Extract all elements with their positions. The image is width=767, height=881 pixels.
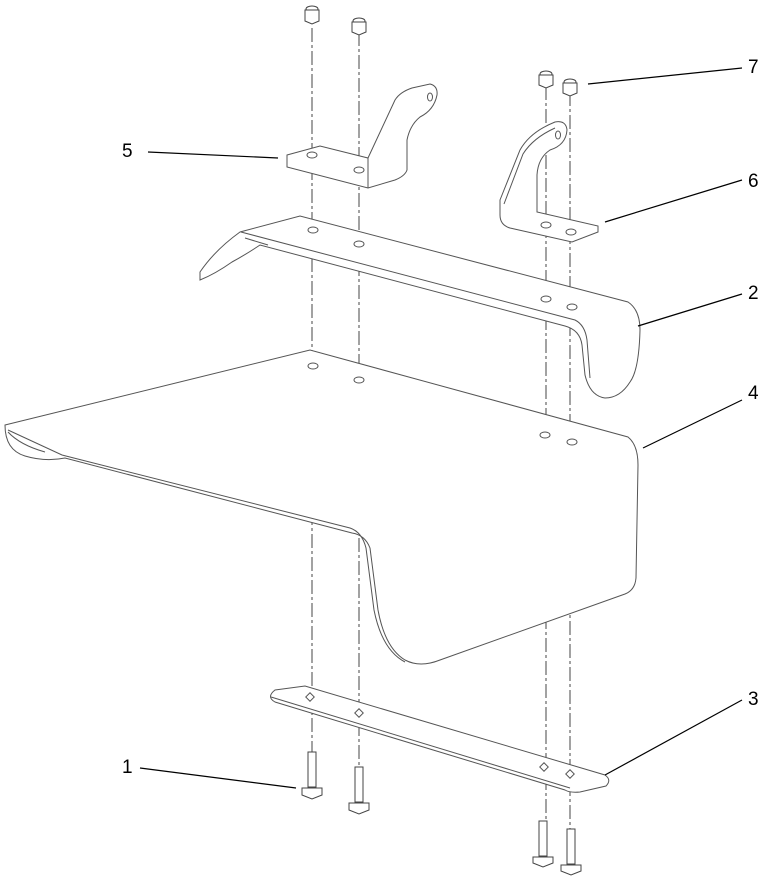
leader-lines [139,67,743,789]
lower-mounting-plate-part [270,685,610,793]
lock-nut-icon [562,78,578,97]
bolt-icon [560,828,582,876]
lock-nuts [304,5,578,97]
bolt-icon [348,766,370,815]
callout-label-4: 4 [748,383,759,404]
shield-deflector-part [4,349,639,665]
carriage-bolts [301,751,582,876]
callout-label-2: 2 [748,283,759,304]
callout-label-7: 7 [748,57,759,78]
lock-nut-icon [351,17,367,36]
callout-label-5: 5 [122,141,133,162]
lock-nut-icon [538,70,554,89]
left-mount-bracket-part [286,83,438,189]
right-mount-bracket-part [499,121,599,243]
bolt-icon [301,751,323,800]
callout-label-3: 3 [748,689,759,710]
upper-bracket-strap-part [199,215,641,399]
callout-label-1: 1 [122,757,133,778]
lock-nut-icon [304,5,320,25]
bolt-icon [532,820,554,868]
callout-label-6: 6 [748,171,759,192]
